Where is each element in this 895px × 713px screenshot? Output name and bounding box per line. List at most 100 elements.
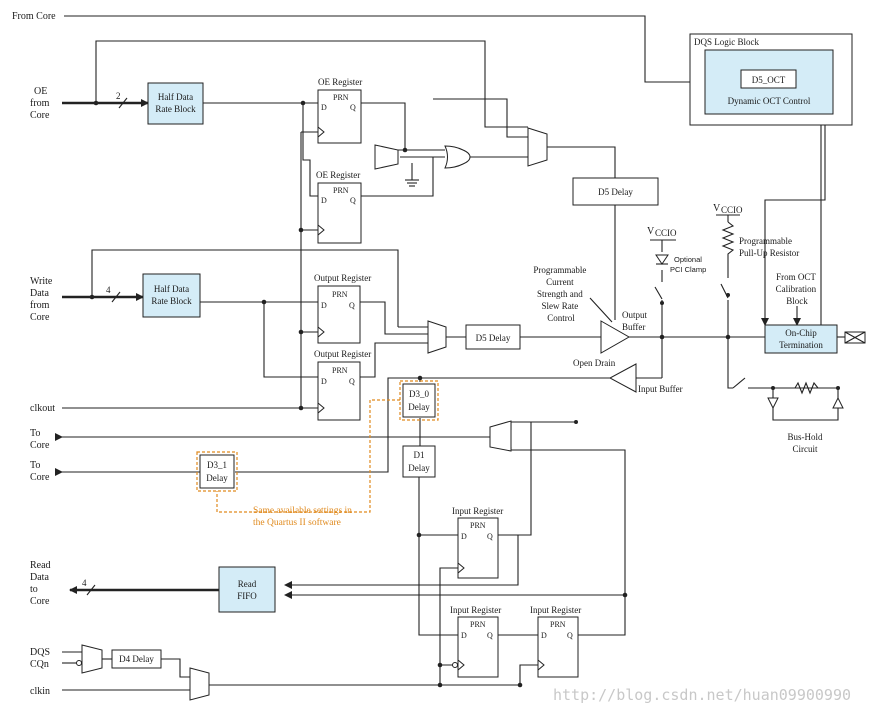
- svg-text:PCI Clamp: PCI Clamp: [670, 265, 706, 274]
- svg-text:Output: Output: [622, 310, 648, 320]
- programmable-current-label: Programmable Current Strength and Slew R…: [533, 265, 588, 323]
- svg-text:Rate Block: Rate Block: [155, 104, 196, 114]
- svg-text:Input Buffer: Input Buffer: [638, 384, 683, 394]
- svg-text:D: D: [461, 532, 467, 541]
- svg-text:Buffer: Buffer: [622, 322, 645, 332]
- svg-text:PRN: PRN: [332, 366, 348, 375]
- svg-text:Input Register: Input Register: [530, 605, 581, 615]
- on-chip-termination: On-Chip Termination: [764, 324, 838, 354]
- wiring: [55, 15, 845, 691]
- dqs-mux: [76, 644, 103, 674]
- read-bus-width: 4: [82, 578, 87, 588]
- output-register-1: Output Register PRN D Q: [314, 273, 371, 344]
- svg-text:CCIO: CCIO: [721, 205, 743, 215]
- svg-text:Q: Q: [350, 196, 356, 205]
- output-mux: [427, 320, 447, 354]
- svg-text:PRN: PRN: [333, 93, 349, 102]
- clkin-mux: [189, 667, 210, 701]
- svg-text:Optional: Optional: [674, 255, 702, 264]
- svg-text:D: D: [541, 631, 547, 640]
- clkout-label: clkout: [30, 403, 55, 414]
- hdr-block-write: Half Data Rate Block: [142, 273, 201, 318]
- same-settings-note: Same available settings in the Quartus I…: [253, 506, 354, 528]
- input-register-1: Input Register PRN D Q: [452, 506, 503, 579]
- hdr-block-oe: Half Data Rate Block: [147, 82, 204, 125]
- oe-register-1: OE Register PRN D Q: [317, 77, 362, 144]
- d5-delay-oe: D5 Delay: [572, 177, 659, 206]
- svg-text:D5 Delay: D5 Delay: [598, 187, 633, 197]
- d5-delay-output: D5 Delay: [465, 324, 521, 350]
- svg-text:D: D: [461, 631, 467, 640]
- write-data-label: Write Data from Core: [30, 276, 55, 323]
- svg-text:D: D: [321, 377, 327, 386]
- svg-text:D: D: [321, 103, 327, 112]
- svg-text:PRN: PRN: [333, 186, 349, 195]
- svg-text:Q: Q: [567, 631, 573, 640]
- svg-text:PRN: PRN: [550, 620, 566, 629]
- svg-text:V: V: [713, 203, 721, 214]
- svg-text:Read: Read: [238, 579, 257, 589]
- d4-delay: D4 Delay: [111, 649, 162, 669]
- dqs-label: DQS: [30, 647, 50, 658]
- output-buffer: Output Buffer: [600, 310, 648, 354]
- read-fifo: Read FIFO: [218, 566, 276, 613]
- svg-text:PRN: PRN: [332, 290, 348, 299]
- d3-1-delay: D3_1 Delay: [196, 451, 238, 492]
- oe-bus-width: 2: [116, 91, 121, 101]
- svg-text:Rate Block: Rate Block: [151, 296, 192, 306]
- svg-text:Input Register: Input Register: [452, 506, 503, 516]
- input-buffer: Input Buffer: [608, 363, 683, 394]
- io-pad-icon: [844, 331, 866, 344]
- svg-text:Q: Q: [349, 377, 355, 386]
- from-oct-calibration-label: From OCT Calibration Block: [776, 272, 819, 306]
- svg-text:D4 Delay: D4 Delay: [119, 654, 154, 664]
- svg-text:Delay: Delay: [408, 402, 430, 412]
- clkin-label: clkin: [30, 686, 50, 697]
- svg-text:OE Register: OE Register: [316, 170, 360, 180]
- oe-mux-top: [527, 127, 548, 167]
- svg-text:Bus-Hold: Bus-Hold: [787, 432, 823, 442]
- watermark: http://blog.csdn.net/huan09900990: [553, 686, 851, 704]
- svg-text:PRN: PRN: [470, 521, 486, 530]
- vccio-pullup: V CCIO Programmable Pull-Up Resistor: [713, 203, 799, 258]
- svg-text:Dynamic OCT Control: Dynamic OCT Control: [728, 96, 811, 106]
- svg-text:Q: Q: [487, 631, 493, 640]
- svg-text:D: D: [321, 196, 327, 205]
- svg-text:Pull-Up Resistor: Pull-Up Resistor: [739, 248, 799, 258]
- or-gate: [444, 145, 471, 169]
- svg-text:Output Register: Output Register: [314, 349, 371, 359]
- from-core-label: From Core: [12, 11, 56, 22]
- svg-text:D: D: [321, 301, 327, 310]
- svg-text:D5_OCT: D5_OCT: [752, 75, 786, 85]
- svg-text:Output Register: Output Register: [314, 273, 371, 283]
- to-core-label-1: To Core: [30, 428, 50, 451]
- svg-text:DQS Logic Block: DQS Logic Block: [694, 37, 759, 47]
- vccio-clamp: V CCIO Optional PCI Clamp: [647, 226, 706, 274]
- svg-text:Q: Q: [349, 301, 355, 310]
- svg-text:Half Data: Half Data: [154, 284, 189, 294]
- svg-text:On-Chip: On-Chip: [785, 328, 817, 338]
- write-bus-width: 4: [106, 285, 111, 295]
- svg-text:Q: Q: [487, 532, 493, 541]
- oe-mux-small: [374, 144, 399, 170]
- oe-from-core-label: OE from Core: [30, 86, 52, 121]
- svg-text:Circuit: Circuit: [793, 444, 818, 454]
- dqs-logic-block: DQS Logic Block D5_OCT Dynamic OCT Contr…: [689, 33, 853, 126]
- bus-hold-circuit: Bus-Hold Circuit: [767, 381, 844, 454]
- svg-text:OE Register: OE Register: [318, 77, 362, 87]
- output-register-2: Output Register PRN D Q: [314, 349, 371, 421]
- svg-text:D3_1: D3_1: [207, 460, 227, 470]
- svg-text:Delay: Delay: [206, 473, 228, 483]
- svg-text:V: V: [647, 226, 655, 237]
- svg-text:D3_0: D3_0: [409, 389, 429, 399]
- svg-text:Input Register: Input Register: [450, 605, 501, 615]
- svg-text:Termination: Termination: [779, 340, 823, 350]
- svg-text:Programmable: Programmable: [739, 236, 792, 246]
- oe-register-2: OE Register PRN D Q: [316, 170, 362, 244]
- svg-text:FIFO: FIFO: [237, 591, 257, 601]
- open-drain-label: Open Drain: [573, 358, 616, 368]
- cqn-label: CQn: [30, 659, 49, 670]
- svg-text:Q: Q: [350, 103, 356, 112]
- read-data-label: Read Data to Core: [30, 560, 53, 607]
